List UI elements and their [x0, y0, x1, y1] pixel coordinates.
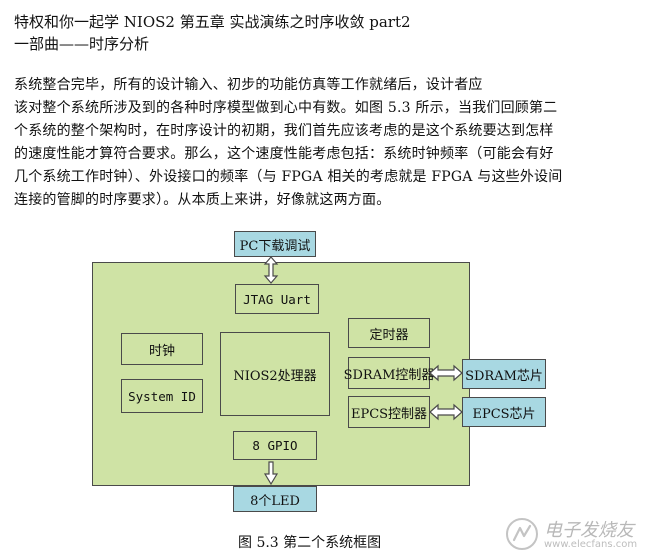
paragraph-line-3: 个系统的整个架构时，在时序设计的初期，我们首先应该考虑的是这个系统要达到怎样: [14, 123, 554, 139]
epcs-arrow: [429, 403, 463, 421]
system-id-box: System ID: [121, 379, 203, 413]
sdram-arrow: [429, 364, 463, 382]
epcs-chip-box: EPCS芯片: [462, 397, 546, 427]
pc-debug-box: PC下载调试: [234, 231, 316, 257]
elecfans-logo-icon: [506, 518, 538, 550]
sdram-chip-box: SDRAM芯片: [462, 359, 546, 389]
paragraph-line-2: 该对整个系统所涉及到的各种时序模型做到心中有数。如图 5.3 所示，当我们回顾第…: [14, 100, 558, 116]
paragraph-line-1: 系统整合完毕，所有的设计输入、初步的功能仿真等工作就绪后，设计者应: [14, 77, 483, 93]
watermark-url: www.elecfans.com: [544, 539, 638, 550]
nios2-processor-box: NIOS2处理器: [220, 332, 330, 416]
paragraph-line-4: 的速度性能才算符合要求。那么，这个速度性能考虑包括：系统时钟频率（可能会有好: [14, 146, 554, 162]
document-subtitle: 一部曲——时序分析: [14, 35, 150, 53]
gpio-led-arrow: [263, 461, 279, 486]
figure-caption: 图 5.3 第二个系统框图: [238, 535, 382, 551]
gpio-box: 8 GPIO: [233, 431, 317, 460]
timer-box: 定时器: [348, 318, 430, 348]
jtag-uart-box: JTAG Uart: [235, 284, 319, 314]
led-box: 8个LED: [233, 486, 317, 512]
document-title: 特权和你一起学 NIOS2 第五章 实战演练之时序收敛 part2: [14, 13, 411, 31]
watermark-text: 电子发烧友: [544, 520, 634, 541]
watermark: 电子发烧友 www.elecfans.com: [504, 512, 644, 556]
paragraph-line-6: 连接的管脚的时序要求）。从本质上来讲，好像就这两方面。: [14, 192, 391, 208]
clock-box: 时钟: [121, 333, 203, 365]
pc-jtag-arrow: [263, 256, 279, 284]
paragraph-line-5: 几个系统工作时钟）、外设接口的频率（与 FPGA 相关的考虑就是 FPGA 与这…: [14, 169, 563, 185]
